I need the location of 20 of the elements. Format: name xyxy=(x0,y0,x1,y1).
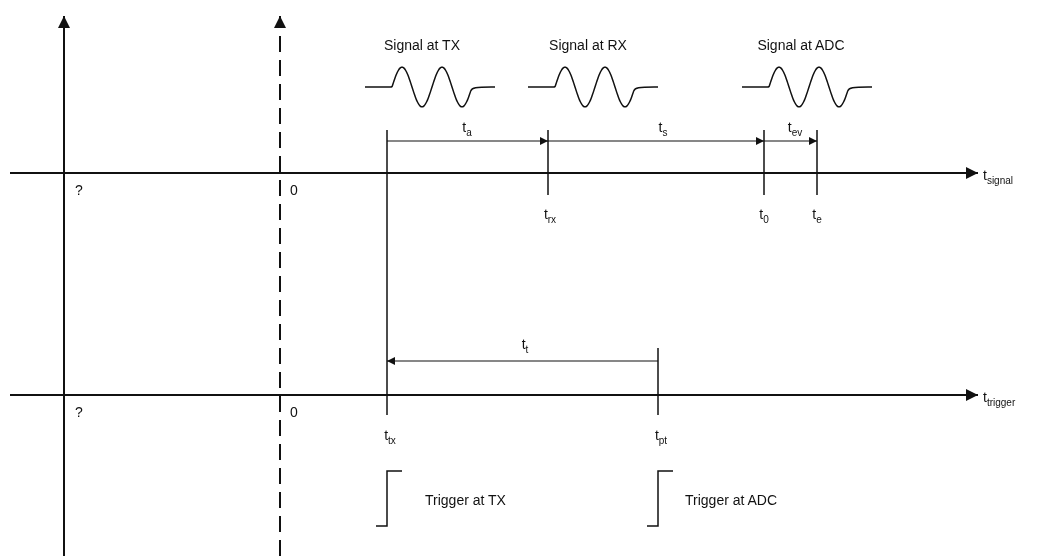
tick-label: t$_{pt}$ xyxy=(654,428,668,446)
duration-label: t$_{t}$ xyxy=(521,337,529,355)
duration-label: t$_{a}$ xyxy=(462,120,472,138)
tick-label: t$_{rx}$ xyxy=(543,207,557,225)
tick-label: ? xyxy=(75,405,83,419)
axis-label: t$_{signal}$ xyxy=(983,168,1014,186)
trigger-label: Trigger at TX xyxy=(425,493,506,507)
tick-label: t$_{0}$ xyxy=(759,207,769,225)
axis-label: t$_{trigger}$ xyxy=(983,390,1016,408)
signal-label: Signal at ADC xyxy=(757,38,845,52)
duration-label: t$_{ev}$ xyxy=(787,120,803,138)
tick-label: t$_{e}$ xyxy=(812,207,822,225)
signal-label: Signal at TX xyxy=(384,38,460,52)
tick-label: 0 xyxy=(290,183,298,197)
tick-label: ? xyxy=(75,183,83,197)
tick-label: 0 xyxy=(290,405,298,419)
tick-label: t$_{tx}$ xyxy=(384,428,396,446)
signal-label: Signal at RX xyxy=(549,38,627,52)
trigger-label: Trigger at ADC xyxy=(685,493,778,507)
duration-label: t$_{s}$ xyxy=(658,120,668,138)
